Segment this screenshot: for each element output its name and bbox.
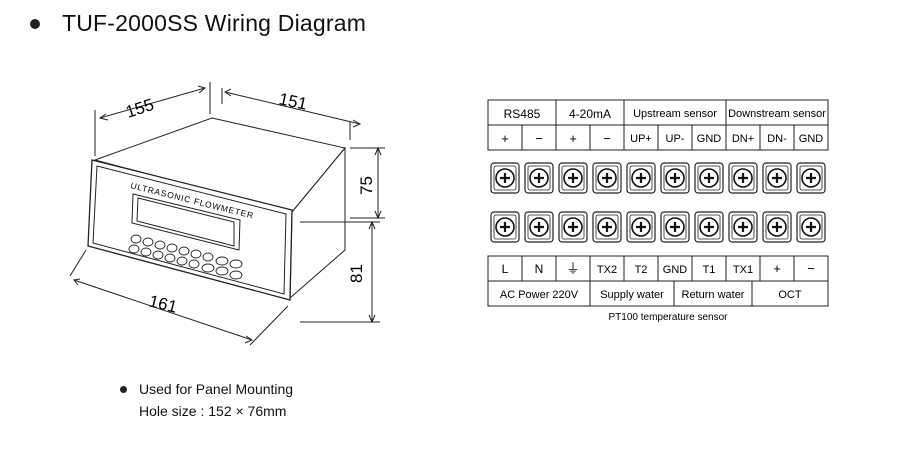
pin-top-4: −	[603, 131, 611, 146]
top-screw-icon-9	[762, 162, 792, 194]
display-window	[131, 193, 241, 251]
pin-top-10: GND	[799, 133, 824, 145]
screw-row-top	[490, 162, 826, 194]
pin-top-3: +	[569, 131, 577, 146]
group-upstream: Upstream sensor	[633, 108, 717, 120]
top-screw-icon-10	[796, 162, 826, 194]
note-panel-mounting: Used for Panel Mounting	[139, 381, 294, 397]
top-screw-icon-4	[592, 162, 622, 194]
pin-bottom-5: T2	[635, 264, 648, 276]
title-row: TUF-2000SS Wiring Diagram	[30, 10, 366, 37]
bottom-screw-icon-7	[694, 211, 724, 243]
pin-bottom-4: TX2	[597, 264, 617, 276]
note-bullet-icon	[120, 385, 127, 393]
bottom-screw-icon-6	[660, 211, 690, 243]
top-screw-icon-3	[558, 162, 588, 194]
bottom-screw-icon-3	[558, 211, 588, 243]
pin-top-2: −	[535, 131, 543, 146]
group-return-water: Return water	[682, 289, 745, 301]
pin-bottom-8: TX1	[733, 264, 753, 276]
notes: Used for Panel Mounting Hole size : 152 …	[120, 378, 293, 422]
top-screw-icon-7	[694, 162, 724, 194]
group-oct: OCT	[778, 289, 802, 301]
pin-top-7: GND	[697, 133, 722, 145]
note-hole-size: Hole size : 152 × 76mm	[139, 403, 287, 419]
pin-top-9: DN-	[767, 133, 787, 145]
pin-bottom-6: GND	[663, 264, 688, 276]
bottom-screw-icon-4	[592, 211, 622, 243]
bottom-screw-icon-5	[626, 211, 656, 243]
ground-icon: ⏚	[566, 261, 579, 276]
top-screw-icon-6	[660, 162, 690, 194]
pin-top-8: DN+	[732, 133, 754, 145]
top-screw-icon-1	[490, 162, 520, 194]
pin-top-6: UP-	[666, 133, 685, 145]
pt100-label: PT100 temperature sensor	[609, 312, 729, 323]
pin-top-5: UP+	[630, 133, 652, 145]
dim-75-label: 75	[357, 176, 376, 195]
pin-bottom-10: −	[807, 261, 815, 276]
bottom-screw-icon-8	[728, 211, 758, 243]
group-rs485: RS485	[504, 107, 541, 121]
top-screw-icon-2	[524, 162, 554, 194]
note-line-1: Used for Panel Mounting	[120, 378, 293, 400]
group-supply-water: Supply water	[600, 289, 664, 301]
group-ac-power: AC Power 220V	[500, 289, 579, 301]
pin-bottom-2: N	[535, 262, 544, 276]
screw-row-bottom	[490, 211, 826, 243]
group-downstream: Downstream sensor	[728, 108, 826, 120]
pin-bottom-1: L	[502, 262, 509, 276]
dim-81-label: 81	[347, 264, 366, 283]
top-screw-icon-8	[728, 162, 758, 194]
top-screw-icon-5	[626, 162, 656, 194]
bottom-screw-icon-9	[762, 211, 792, 243]
title-bullet-icon	[30, 18, 40, 29]
pin-bottom-7: T1	[703, 264, 716, 276]
page-title: TUF-2000SS Wiring Diagram	[62, 10, 367, 36]
pin-bottom-9: +	[773, 261, 781, 276]
pin-top-1: +	[501, 131, 509, 146]
bottom-screw-icon-2	[524, 211, 554, 243]
bottom-screw-icon-1	[490, 211, 520, 243]
group-4-20ma: 4-20mA	[569, 107, 611, 121]
keypad	[128, 234, 243, 280]
bottom-screw-icon-10	[796, 211, 826, 243]
